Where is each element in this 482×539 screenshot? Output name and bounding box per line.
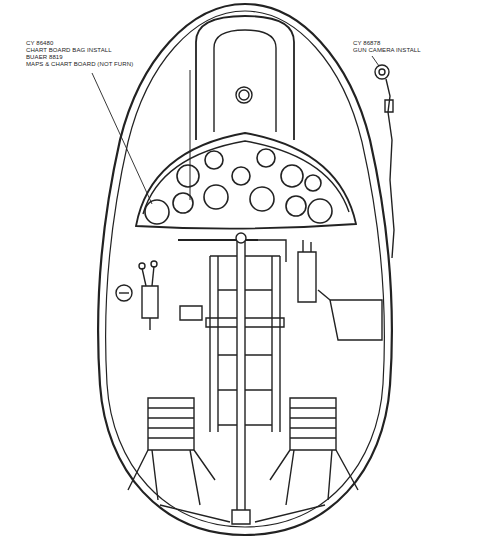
- floor-frame: [160, 505, 325, 522]
- console-box: [180, 306, 202, 320]
- knob-mark: [119, 292, 129, 293]
- left-rudder-pedal: [128, 398, 215, 505]
- control-stick: [232, 233, 250, 524]
- leader-line: [92, 73, 152, 204]
- right-console: [298, 240, 382, 340]
- selector-knob: [116, 285, 132, 301]
- throttle-quadrant: [139, 261, 158, 330]
- compass: [236, 87, 252, 103]
- canopy-frame-inner: [214, 30, 276, 132]
- panel-coaming: [143, 141, 349, 214]
- compass-inner: [239, 90, 249, 100]
- callout-label: CHART BOARD BAG INSTALL: [26, 47, 112, 54]
- instrument-dials: [145, 149, 332, 224]
- callout-label: CY 86480: [26, 40, 53, 47]
- leader-line: [372, 56, 379, 66]
- gun-camera: [375, 65, 394, 258]
- instrument-panel: [136, 133, 356, 229]
- callout-label: GUN CAMERA INSTALL: [353, 47, 421, 54]
- antenna-mast: [190, 70, 191, 200]
- canopy-frame: [196, 16, 294, 140]
- fuselage-inner-outline: [106, 11, 385, 527]
- fuselage-outline: [98, 4, 392, 535]
- callout-label: MAPS & CHART BOARD (NOT FURN): [26, 61, 133, 68]
- pedal-frame: [210, 240, 286, 432]
- callout-label: CY 86878: [353, 40, 380, 47]
- right-rudder-pedal: [270, 398, 358, 505]
- callout-label: BUAER 8819: [26, 54, 63, 61]
